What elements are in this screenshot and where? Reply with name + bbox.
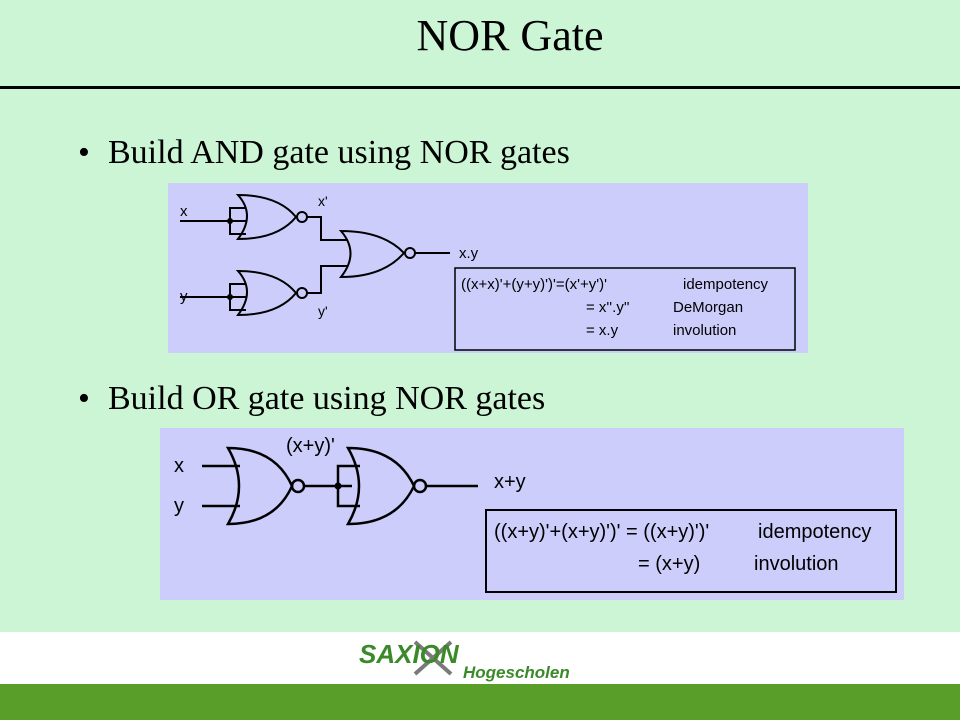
slide-title: NOR Gate bbox=[416, 11, 604, 60]
nor-gate-shape bbox=[235, 193, 298, 241]
bullet-text: Build OR gate using NOR gates bbox=[108, 380, 546, 417]
inverter-bubble bbox=[290, 478, 306, 494]
proof-rule-3: involution bbox=[673, 322, 736, 339]
proof-expr-2: = (x+y) bbox=[638, 553, 700, 575]
inverter-bubble bbox=[296, 287, 308, 299]
nor-gate-shape bbox=[225, 446, 294, 526]
saxion-logo: SAXION Hogescholen bbox=[359, 639, 570, 682]
or-gate-circuit: x y (x+y)' x+y ((x+y)'+(x+y)')' = ((x+y)… bbox=[174, 435, 897, 593]
logo-x-mark-icon bbox=[413, 640, 453, 676]
logo-name: SAXION bbox=[359, 639, 460, 669]
proof-expr-1: ((x+x)'+(y+y)')'=(x'+y')' bbox=[461, 276, 607, 293]
proof-box bbox=[485, 509, 897, 593]
wire bbox=[229, 207, 246, 221]
y-not-label: y' bbox=[318, 303, 328, 319]
proof-rule-1: idempotency bbox=[758, 521, 871, 543]
proof-rule-1: idempotency bbox=[683, 276, 769, 293]
nor-gate-shape bbox=[235, 269, 298, 317]
input-y-label: y bbox=[180, 288, 188, 305]
input-x-label: x bbox=[174, 455, 184, 477]
mid-label: (x+y)' bbox=[286, 435, 335, 457]
wire bbox=[307, 265, 348, 294]
inverter-bubble bbox=[404, 247, 416, 259]
proof-rule-2: DeMorgan bbox=[673, 299, 743, 316]
and-gate-diagram: x y x' y' x.y ((x+x)'+(y+y)')'=(x'+y')' … bbox=[168, 183, 808, 353]
and-gate-circuit: x y x' y' x.y ((x+x)'+(y+y)')'=(x'+y')' … bbox=[180, 193, 796, 351]
nor-gate-shape bbox=[345, 446, 416, 526]
proof-expr-2: = x''.y'' bbox=[586, 299, 630, 316]
wire bbox=[336, 486, 360, 508]
bullet-marker: • bbox=[78, 380, 90, 417]
x-not-label: x' bbox=[318, 193, 328, 209]
proof-expr-3: = x.y bbox=[586, 322, 619, 339]
footer-band-green bbox=[0, 684, 960, 720]
wire bbox=[307, 216, 348, 241]
bullet-or: • Build OR gate using NOR gates bbox=[78, 380, 545, 418]
proof-rule-2: involution bbox=[754, 553, 839, 575]
bullet-marker: • bbox=[78, 134, 90, 171]
bullet-text: Build AND gate using NOR gates bbox=[108, 134, 570, 171]
proof-box bbox=[454, 267, 796, 351]
nor-gate-shape bbox=[338, 229, 406, 279]
footer-band-white bbox=[0, 632, 960, 684]
output-label: x+y bbox=[494, 471, 526, 493]
or-gate-diagram: x y (x+y)' x+y ((x+y)'+(x+y)')' = ((x+y)… bbox=[160, 428, 904, 600]
wire bbox=[336, 464, 360, 486]
wire bbox=[229, 283, 246, 297]
output-label: x.y bbox=[459, 245, 479, 262]
input-x-label: x bbox=[180, 203, 188, 220]
inverter-bubble bbox=[296, 211, 308, 223]
proof-expr-1: ((x+y)'+(x+y)')' = ((x+y)')' bbox=[494, 521, 709, 543]
logo-subtitle: Hogescholen bbox=[463, 663, 570, 682]
inverter-bubble bbox=[412, 478, 428, 494]
bullet-and: • Build AND gate using NOR gates bbox=[78, 134, 570, 172]
title-divider bbox=[0, 86, 960, 89]
input-y-label: y bbox=[174, 495, 184, 517]
